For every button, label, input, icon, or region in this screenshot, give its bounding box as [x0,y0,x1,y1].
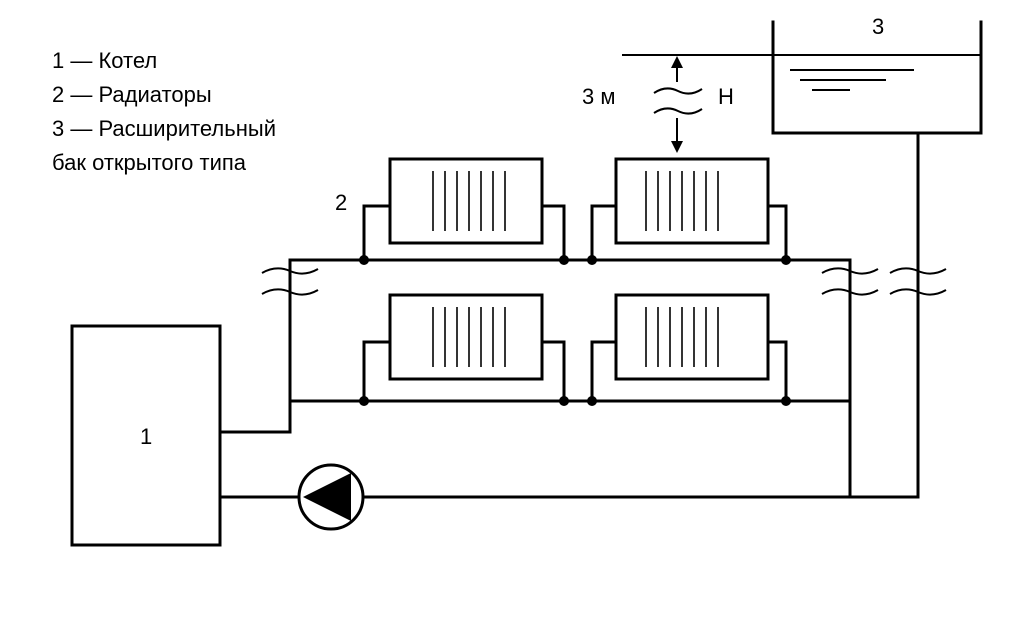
junction-dot [587,396,597,406]
radiator-fins [645,171,719,231]
height-symbol-label: H [718,84,734,109]
arrow-down-icon [671,141,683,153]
legend: 1 — Котел 2 — Радиаторы 3 — Расширительн… [52,48,276,175]
radiator-fins [432,307,506,367]
radiator-inlet [590,204,618,262]
radiator-fins [432,171,506,231]
radiator-label: 2 [335,190,347,215]
radiator-body [614,157,770,245]
junction-dot [559,396,569,406]
radiator-body [388,157,544,245]
junction-dot [587,255,597,265]
boiler: 1 [70,324,222,547]
pipe-junctions [359,255,791,406]
tank-body [771,20,983,135]
return-pipes [218,131,920,499]
break-mark-right-1 [821,267,879,275]
pump-body [297,463,365,531]
boiler-body [70,324,222,547]
supply-riser-upper [218,258,852,499]
legend-expansion-tank: 3 — Расширительный [52,116,276,141]
radiator-body [388,293,544,381]
height-value-label: 3 м [582,84,615,109]
radiator-outlet [766,204,788,262]
legend-radiators: 2 — Радиаторы [52,82,212,107]
break-mark-tank-2 [889,288,947,296]
legend-boiler: 1 — Котел [52,48,157,73]
break-mark-right-2 [821,288,879,296]
radiator-body [614,293,770,381]
tank-label: 3 [872,14,884,39]
radiator-outlet [540,204,566,262]
dimension-break-mark [653,107,703,115]
height-dimension: 3 м H [582,56,734,153]
junction-dot [359,255,369,265]
radiator-outlet [540,340,566,403]
supply-pipes [218,258,852,499]
break-mark-tank-1 [889,267,947,275]
radiator-inlet [590,340,618,403]
legend-expansion-tank-type: бак открытого типа [52,150,247,175]
junction-dot [781,255,791,265]
junction-dot [781,396,791,406]
expansion-tank: 3 [622,14,983,135]
radiator-fins [645,307,719,367]
radiator-upper-right [590,157,788,262]
radiator-outlet [766,340,788,403]
break-mark-left-1 [261,267,319,275]
junction-dot [559,255,569,265]
radiator-inlet [362,204,392,262]
arrow-up-icon [671,56,683,68]
pipe-break-marks [261,267,947,296]
pump-arrow-icon [303,473,351,521]
junction-dot [359,396,369,406]
dimension-break-mark [653,87,703,95]
radiator-lower-left [362,293,566,403]
boiler-label: 1 [140,424,152,449]
radiator-upper-left: 2 [335,157,566,262]
circulation-pump [297,463,365,531]
radiator-lower-right [590,293,788,403]
break-mark-left-2 [261,288,319,296]
radiator-inlet [362,340,392,403]
